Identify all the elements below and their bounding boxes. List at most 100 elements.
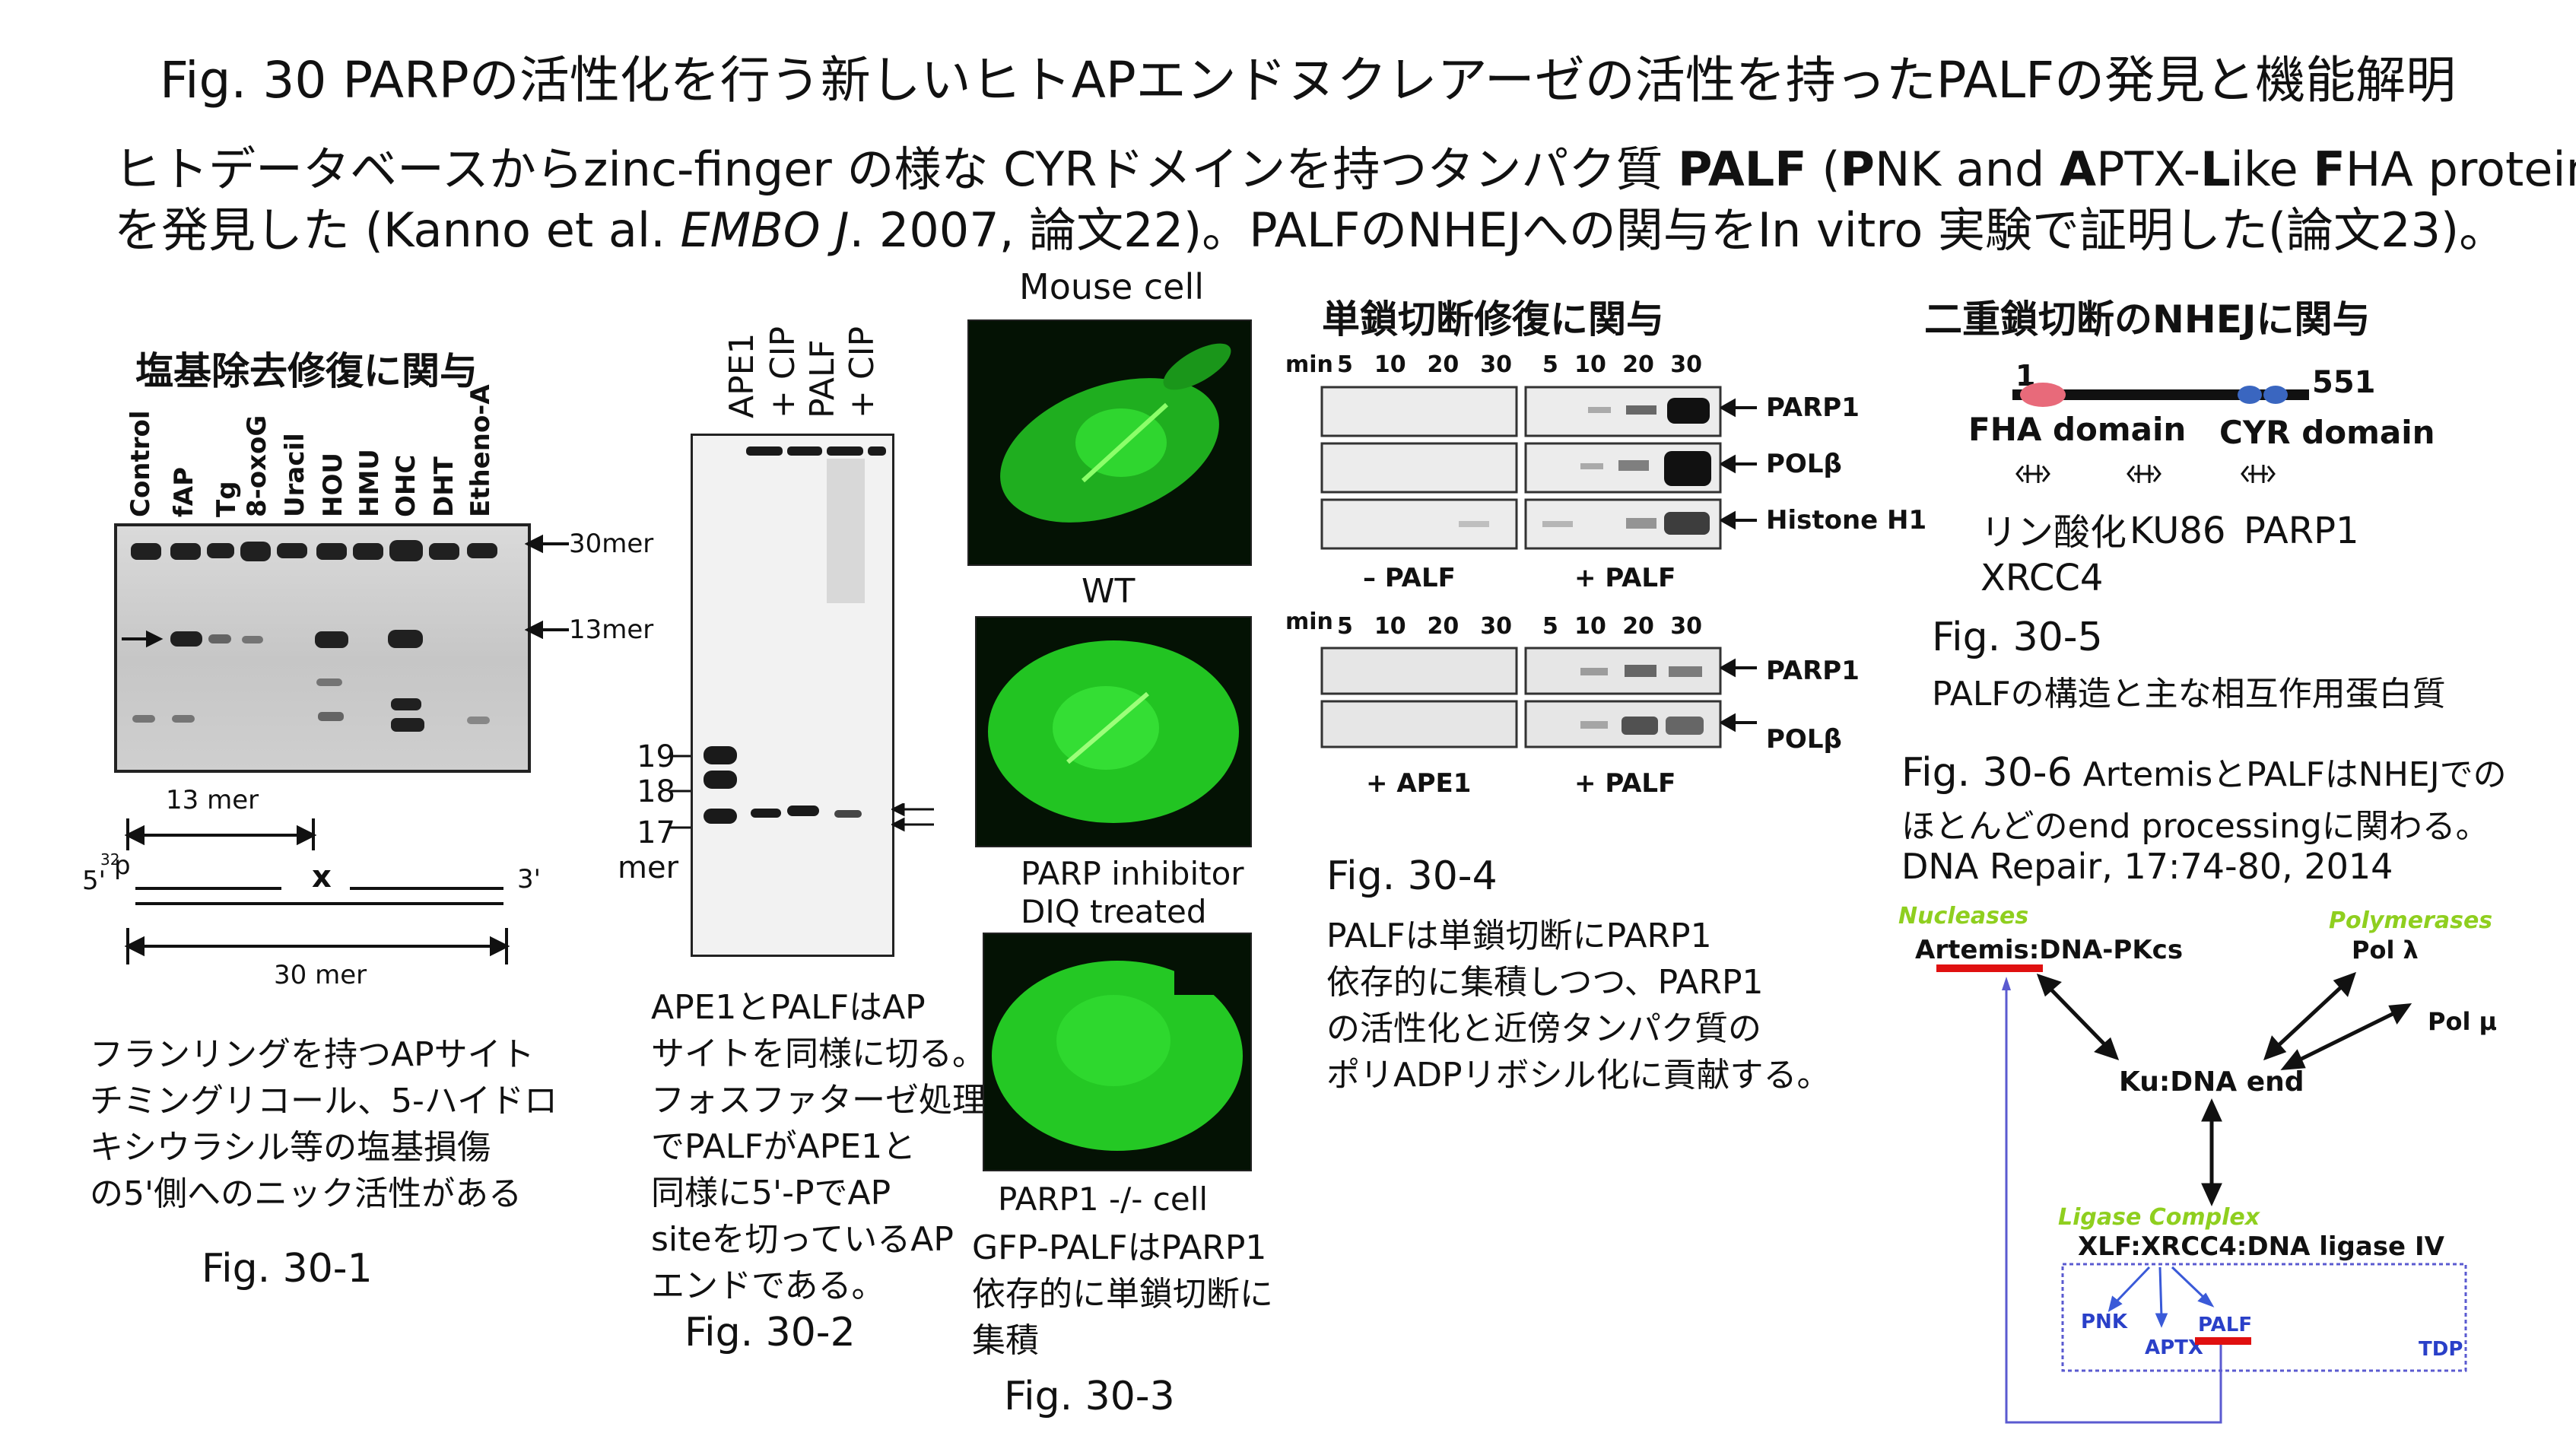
desc-line: サイトを同様に切る。 bbox=[651, 1034, 986, 1073]
fig2-lane-labels: APE1 + CIP PALF + CIP bbox=[715, 281, 897, 434]
gfp-cell bbox=[992, 934, 1250, 1151]
fig2-gel-image bbox=[691, 434, 894, 957]
fig1-lane-labels: Control fAP Tg 8-oxoG Uracil HOU HMU OHC… bbox=[122, 384, 517, 521]
lane-label: + CIP bbox=[764, 326, 802, 418]
substrate-3end: 3' bbox=[517, 864, 541, 895]
tdp-label: TDP bbox=[2419, 1338, 2463, 1361]
partner-label: リン酸化 bbox=[1980, 511, 2127, 554]
intro-letter: F bbox=[2313, 141, 2346, 197]
time-label: 20 bbox=[1622, 351, 1654, 378]
substrate-30mer-label: 30 mer bbox=[274, 960, 367, 990]
fig5-partner-ku86: KU86 bbox=[2130, 510, 2226, 552]
desc-line: siteを切っているAP bbox=[651, 1220, 954, 1259]
fig3-ko-label: PARP1 -/- cell bbox=[998, 1180, 1209, 1218]
time-label: 10 bbox=[1574, 351, 1606, 378]
polymerases-label: Polymerases bbox=[2329, 907, 2492, 934]
fig1-caption: Fig. 30-1 bbox=[202, 1246, 373, 1292]
fig2-size-markers: 19 18 17 bbox=[630, 739, 675, 850]
marker-30mer: 30mer bbox=[569, 529, 654, 559]
fig1-gel-bands bbox=[122, 540, 497, 732]
fig1-heading: 塩基除去修復に関与 bbox=[135, 349, 478, 393]
fig2-product-arrows bbox=[891, 803, 934, 832]
intro-line-2: を発見した (Kanno et al. EMBO J. 2007, 論文22)。… bbox=[114, 192, 2506, 260]
fig4-min-label: min bbox=[1285, 351, 1333, 378]
aptx-label: APTX bbox=[2145, 1336, 2203, 1359]
fig5-description: PALFの構造と主な相互作用蛋白質 bbox=[1932, 675, 2446, 713]
intro-journal: EMBO J bbox=[680, 202, 850, 258]
ligase-complex-box bbox=[2061, 1263, 2467, 1372]
feedback-arrowhead bbox=[2002, 977, 2011, 990]
time-label: 30 bbox=[1670, 613, 1702, 640]
artemis-label: Artemis:DNA-PKcs bbox=[1915, 935, 2183, 965]
fig2-mer-label: mer bbox=[618, 850, 679, 885]
intro-letter: P bbox=[1840, 141, 1875, 197]
fig3-wt-label: WT bbox=[1082, 572, 1136, 611]
desc-line: フォスファターゼ処理 bbox=[651, 1081, 986, 1120]
blot-label-parp1-2: PARP1 bbox=[1766, 656, 1860, 686]
fig3-image-wt bbox=[967, 319, 1252, 566]
fig4-caption: Fig. 30-4 bbox=[1326, 853, 1498, 899]
substrate-p: p bbox=[114, 850, 131, 881]
fig6-title-line: Fig. 30-6 ArtemisとPALFはNHEJでの bbox=[1901, 747, 2507, 796]
fig4-blots-bottom bbox=[1320, 647, 1722, 748]
pol-lambda-label: Pol λ bbox=[2352, 936, 2419, 964]
fig1-gel-image bbox=[114, 523, 531, 773]
ligase-complex-label: Ligase Complex bbox=[2058, 1204, 2261, 1231]
palf-feedback-line bbox=[2005, 981, 2222, 1424]
time-label: 30 bbox=[1480, 351, 1512, 378]
lane-label: fAP bbox=[169, 466, 199, 517]
fig5-protein-bar bbox=[2012, 383, 2309, 407]
substrate-13mer-label: 13 mer bbox=[166, 785, 259, 815]
fig5-end-number: 551 bbox=[2312, 365, 2376, 400]
fig4-min-label-2: min bbox=[1285, 609, 1333, 635]
desc-line: でPALFがAPE1と bbox=[651, 1127, 916, 1166]
substrate-32: 32 bbox=[100, 850, 120, 869]
marker-13mer: 13mer bbox=[569, 615, 654, 645]
time-label: 5 bbox=[1542, 351, 1558, 378]
time-label: 5 bbox=[1337, 351, 1353, 378]
fig5-caption: Fig. 30-5 bbox=[1932, 615, 2103, 660]
lane-label: DHT bbox=[429, 456, 459, 517]
fig6-nhej-diagram: Nucleases Artemis:DNA-PKcs Polymerases P… bbox=[1898, 903, 2497, 1424]
pol-mu-label: Pol μ bbox=[2428, 1007, 2497, 1036]
fig6-subtitle: ほとんどのend processingに関わる。 bbox=[1901, 807, 2489, 846]
time-label: 10 bbox=[1374, 613, 1406, 640]
partner-label: XRCC4 bbox=[1980, 557, 2104, 599]
fig6-title-text: ArtemisとPALFはNHEJでの bbox=[2072, 755, 2507, 794]
intro-text: . 2007, 論文22)。PALFのNHEJへの関与をIn vitro 実験で… bbox=[849, 202, 2507, 258]
desc-line: フランリングを持つAPサイト bbox=[90, 1035, 535, 1074]
fig2-caption: Fig. 30-2 bbox=[684, 1310, 856, 1355]
plus-palf-label: + PALF bbox=[1574, 563, 1676, 593]
lane-label: Tg bbox=[211, 481, 242, 517]
desc-line: 集積 bbox=[972, 1321, 1039, 1360]
xlf-xrcc4-label: XLF:XRCC4:DNA ligase IV bbox=[2078, 1231, 2445, 1262]
time-label: 20 bbox=[1427, 351, 1460, 378]
label-line: DIQ treated bbox=[1021, 893, 1207, 930]
plus-palf-label-2: + PALF bbox=[1574, 768, 1676, 799]
fig3-mouse-label: Mouse cell bbox=[1019, 266, 1205, 307]
time-label: 5 bbox=[1337, 613, 1353, 640]
fig6-caption: Fig. 30-6 bbox=[1901, 750, 2073, 796]
nucleases-label: Nucleases bbox=[1898, 903, 2028, 929]
desc-line: 同様に5'-PでAP bbox=[651, 1174, 891, 1212]
blot-label-polb-2: POLβ bbox=[1766, 724, 1842, 755]
desc-line: 依存的に集積しつつ、PARP1 bbox=[1326, 963, 1764, 1002]
lane-label: Uracil bbox=[280, 433, 310, 517]
intro-text: NK and bbox=[1875, 141, 2060, 197]
intro-palf: PALF bbox=[1678, 141, 1807, 197]
substrate-x: x bbox=[312, 860, 332, 895]
gfp-cell bbox=[1000, 343, 1231, 523]
fig5-interaction-arrows bbox=[2015, 465, 2276, 483]
fig4-times-minus: 5 10 20 30 bbox=[1337, 351, 1512, 378]
marker-19: 19 bbox=[637, 739, 675, 774]
blot-label-histone: Histone H1 bbox=[1766, 505, 1927, 535]
fig5-partner-parp1: PARP1 bbox=[2244, 510, 2359, 552]
time-label: 20 bbox=[1427, 613, 1460, 640]
fig4-arrows-top bbox=[1720, 398, 1757, 530]
fig4-arrows-bottom bbox=[1720, 658, 1757, 732]
time-label: 10 bbox=[1374, 351, 1406, 378]
desc-line: エンドである。 bbox=[651, 1266, 885, 1305]
pnk-label: PNK bbox=[2081, 1311, 2128, 1333]
